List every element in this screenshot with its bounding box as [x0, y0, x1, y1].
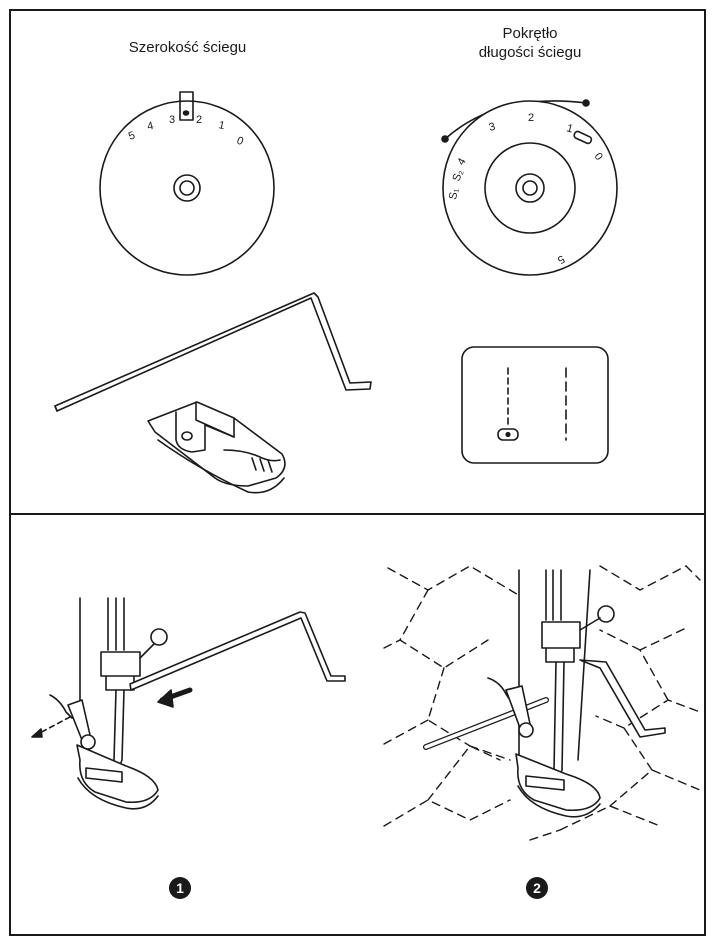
length-number: 4 — [455, 156, 468, 167]
step-2-illustration — [383, 565, 701, 841]
step-2-badge: 2 — [526, 877, 548, 899]
section-divider — [9, 513, 706, 515]
length-number: 3 — [488, 121, 497, 134]
arc-end-dot — [441, 135, 449, 143]
dial-indicator-marker — [573, 130, 593, 145]
length-number: S₂ — [451, 168, 466, 183]
width-number: 3 — [169, 114, 175, 126]
width-number: 1 — [217, 119, 225, 132]
stitch-width-title: Szerokość ściegu — [128, 39, 247, 56]
quilting-guide-bar — [54, 292, 372, 412]
presser-foot — [147, 401, 286, 494]
stitch-width-dial: 5 4 3 2 1 0 — [99, 91, 275, 276]
length-number: 0 — [592, 151, 605, 163]
width-number: 0 — [235, 135, 245, 148]
length-number: S₁ — [447, 187, 461, 200]
length-number: 1 — [565, 122, 574, 135]
outer-frame — [9, 9, 706, 936]
stitch-length-dial: 3 2 1 0 5 S₁ S₂ 4 — [441, 99, 618, 276]
width-number: 2 — [196, 114, 202, 126]
length-number: 5 — [555, 252, 566, 265]
step-1-illustration — [31, 597, 346, 810]
length-number: 2 — [528, 112, 534, 124]
step-1-badge: 1 — [169, 877, 191, 899]
stitch-length-title-text: Pokrętło długości ściegu — [478, 25, 582, 61]
width-number: 5 — [127, 129, 137, 142]
dial-indicator-marker — [179, 91, 194, 121]
stitch-length-title: Pokrętło długości ściegu — [430, 24, 630, 62]
stitch-preview-plate — [461, 346, 609, 464]
width-number: 4 — [146, 120, 154, 133]
arc-end-dot — [582, 99, 590, 107]
